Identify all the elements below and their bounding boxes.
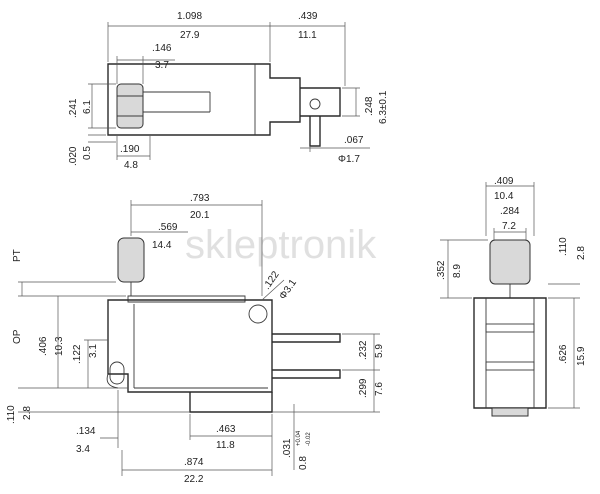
top-lever-h-in: .241 (68, 98, 79, 118)
watermark: skleptronik (185, 223, 377, 267)
front-mount-y-in: .122 (72, 344, 83, 364)
front-total-in: .874 (184, 457, 204, 468)
side-lever-h-in: .352 (436, 260, 447, 280)
front-term-sp-mm: 11.8 (216, 440, 235, 451)
front-mount-hole-mm: Φ3.1 (277, 277, 299, 302)
top-roller-x-in: .190 (120, 144, 140, 155)
front-term-x-in: .134 (76, 426, 96, 437)
side-top-in: .110 (558, 237, 569, 256)
front-op-in: .406 (38, 336, 49, 356)
front-term-sp-in: .463 (216, 424, 236, 435)
front-term-t-in: .031 (282, 438, 293, 458)
front-total-mm: 22.2 (184, 474, 204, 485)
front-bottom-in: .110 (6, 405, 17, 424)
top-right-mm: 11.1 (298, 30, 317, 41)
side-inner-mm: 7.2 (502, 221, 516, 232)
side-width-in: .409 (494, 176, 514, 187)
front-term2-mm: 7.6 (374, 382, 385, 396)
top-right-in: .439 (298, 11, 318, 22)
top-roller-w-in: .146 (152, 43, 172, 54)
front-tol-lower: -0.02 (306, 432, 312, 446)
front-mount-y-mm: 3.1 (88, 344, 99, 358)
top-view (88, 22, 370, 160)
side-body-h-mm: 15.9 (576, 346, 587, 366)
front-pt-label: PT (12, 249, 23, 262)
side-view (440, 182, 580, 417)
front-roller-pos-mm: 14.4 (152, 240, 172, 251)
top-roller-w-mm: 3.7 (155, 60, 169, 71)
front-term1-mm: 5.9 (374, 344, 385, 358)
front-roller-pos-in: .569 (158, 222, 178, 233)
front-lever-len-in: .793 (190, 193, 210, 204)
front-term-x-mm: 3.4 (76, 444, 90, 455)
front-bottom-mm: 2.8 (22, 406, 33, 420)
top-overall-in: 1.098 (177, 11, 202, 22)
top-lever-t-mm: 0.5 (82, 146, 93, 160)
top-lever-t-in: .020 (68, 146, 79, 166)
top-term-h-in: .248 (364, 96, 375, 116)
front-lever-len-mm: 20.1 (190, 210, 210, 221)
top-hole-mm: Φ1.7 (338, 154, 360, 165)
side-width-mm: 10.4 (494, 191, 514, 202)
front-mount-hole-in: .122 (261, 269, 281, 292)
front-op-mm: 10.3 (54, 336, 65, 356)
front-term2-in: .299 (358, 378, 369, 398)
top-lever-h-mm: 6.1 (82, 100, 93, 114)
top-hole-in: .067 (344, 135, 364, 146)
side-body-h-in: .626 (558, 344, 569, 364)
side-inner-in: .284 (500, 206, 520, 217)
side-lever-h-mm: 8.9 (452, 264, 463, 278)
front-view (18, 200, 380, 476)
front-term-t-mm: 0.8 (298, 456, 309, 470)
top-overall-mm: 27.9 (180, 30, 200, 41)
top-term-h-mm: 6.3±0.1 (378, 90, 389, 124)
side-top-mm: 2.8 (576, 246, 587, 260)
front-tol-upper: +0.04 (296, 430, 302, 446)
top-roller-x-mm: 4.8 (124, 160, 138, 171)
front-op-label: OP (12, 329, 23, 344)
front-term1-in: .232 (358, 340, 369, 360)
